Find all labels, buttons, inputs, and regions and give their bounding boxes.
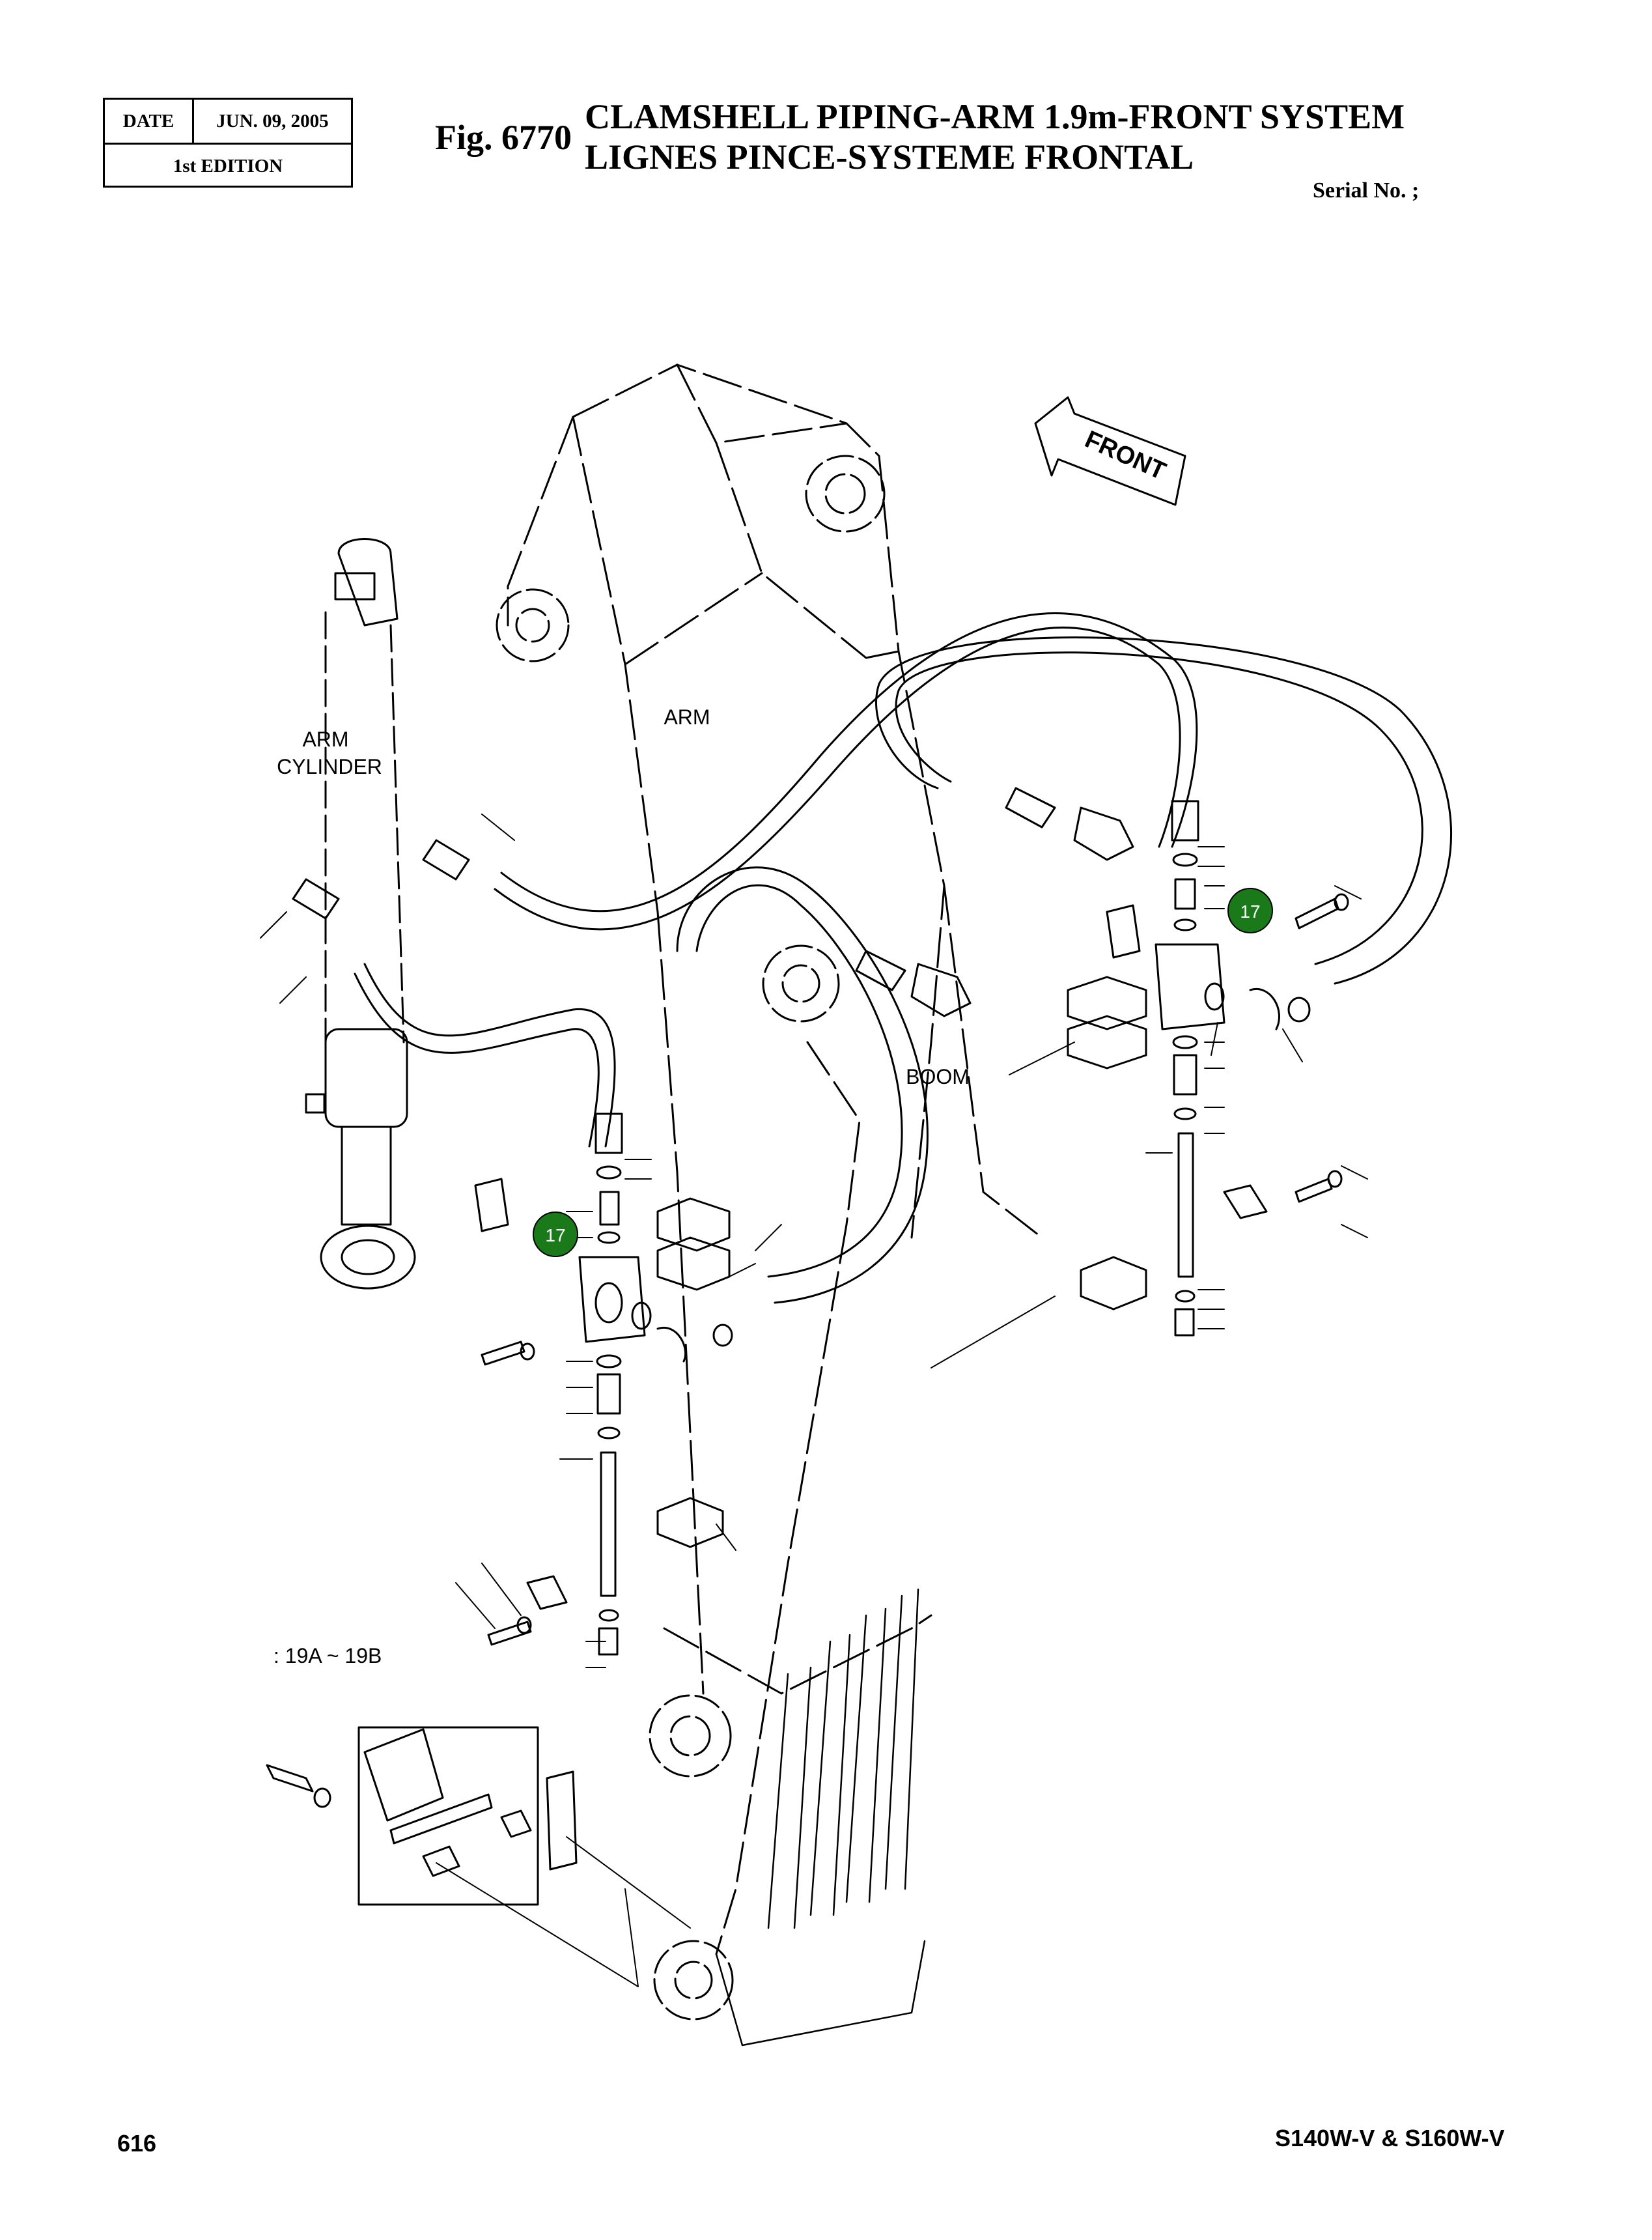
arm-structure — [507, 363, 1043, 1955]
figure-number: Fig. 6770 — [435, 118, 572, 157]
lower-left-hose — [354, 963, 616, 1148]
callout-17-right: 17 — [1227, 888, 1273, 933]
front-arrow-label: FRONT — [1081, 426, 1170, 486]
inset-detail-box — [266, 1726, 578, 1906]
callout-17-left-text: 17 — [545, 1225, 565, 1245]
arm-pin-lower — [649, 1694, 732, 1778]
arm-pin-left — [496, 588, 570, 662]
upper-long-hose — [494, 612, 1198, 931]
arm-cylinder-label-line1: ARM — [302, 728, 348, 751]
right-loop-hose — [875, 636, 1452, 985]
callout-17-left: 17 — [533, 1212, 578, 1257]
front-arrow-shape — [1034, 396, 1186, 506]
date-edition-box: DATE JUN. 09, 2005 1st EDITION — [103, 98, 353, 188]
leader-lines — [260, 814, 1368, 1987]
title-french: LIGNES PINCE-SYSTEME FRONTAL — [585, 137, 1194, 177]
serial-number-label: Serial No. ; — [1313, 178, 1420, 203]
arm-pin-middle — [762, 944, 840, 1023]
left-valve-assembly — [481, 1113, 733, 1656]
arm-label: ARM — [664, 705, 710, 729]
title-english: CLAMSHELL PIPING-ARM 1.9m-FRONT SYSTEM — [585, 97, 1405, 136]
hose-clamps — [292, 787, 1134, 1017]
date-label: DATE — [105, 100, 194, 143]
date-value: JUN. 09, 2005 — [216, 110, 329, 132]
middle-loop-hose — [676, 866, 929, 1304]
arm-cylinder — [305, 538, 416, 1290]
arm-pin-bottom — [653, 1940, 734, 2020]
arm-end-ribs — [715, 1588, 926, 2047]
right-valve-assembly — [1155, 800, 1349, 1337]
callout-17-right-text: 17 — [1240, 901, 1260, 922]
arm-pin-upper — [805, 455, 886, 533]
edition-label: 1st EDITION — [173, 155, 283, 177]
range-note: : 19A ~ 19B — [273, 1644, 382, 1667]
model-name: S140W-V & S160W-V — [1275, 2125, 1505, 2151]
right-spacer-blocks — [1067, 904, 1147, 1311]
page-number: 616 — [117, 2130, 157, 2157]
arm-cylinder-label-line2: CYLINDER — [277, 755, 382, 778]
boom-label: BOOM — [906, 1065, 970, 1088]
